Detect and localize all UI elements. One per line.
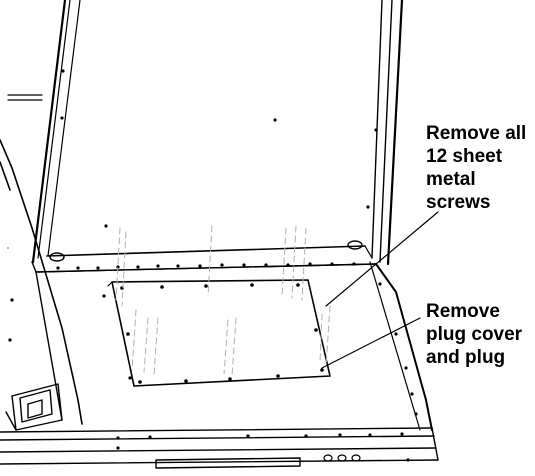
callout-line: 12 sheet: [426, 146, 503, 167]
left-background-panel: [7, 94, 43, 249]
callout-line: plug cover: [426, 324, 523, 345]
remove-screws-callout: Remove all 12 sheet metal screws: [426, 122, 526, 214]
callout-line: metal: [426, 169, 476, 190]
plate-screws: [120, 283, 324, 384]
floor-surface: [31, 261, 433, 431]
plug-leader-line: [321, 317, 421, 369]
callout-line: and plug: [426, 347, 506, 368]
leader-lines: [321, 211, 439, 369]
surface-rivets: [8, 262, 418, 416]
callout-line: Remove: [426, 301, 500, 322]
hidden-lines: [115, 225, 331, 377]
callout-line: Remove all: [426, 123, 527, 144]
callout-line: screws: [426, 192, 491, 213]
base-fittings: [323, 454, 361, 462]
base-rails: [0, 427, 439, 469]
door-rivets: [60, 69, 378, 228]
left-frame-edge: [0, 139, 83, 425]
plug-cover-plate: [107, 279, 331, 387]
screws-leader-line: [325, 211, 439, 307]
electrical-box: [5, 383, 63, 431]
door-panel: [31, 0, 404, 266]
remove-plug-callout: Remove plug cover and plug: [426, 300, 522, 369]
base-rail-rivets: [116, 432, 410, 462]
